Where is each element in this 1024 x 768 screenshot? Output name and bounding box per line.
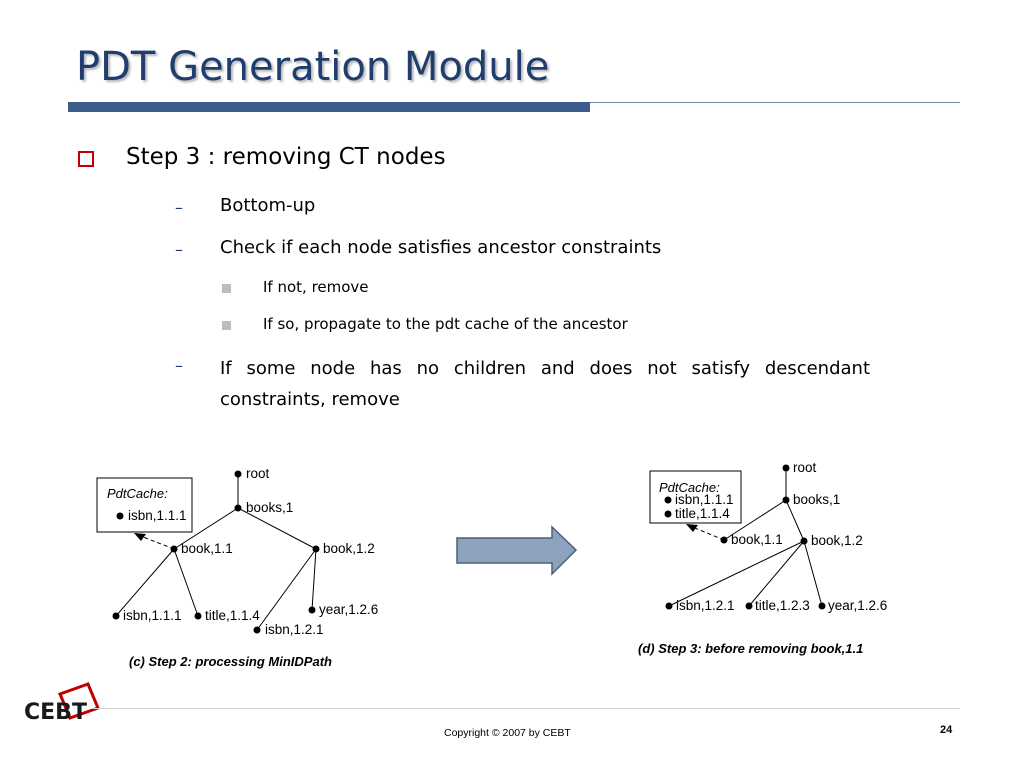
sub-bullet-no-children: If some node has no children and does no… xyxy=(220,358,870,410)
transition-arrow-icon xyxy=(456,525,578,576)
node-isbn121: isbn,1.2.1 xyxy=(676,598,735,613)
arrowhead-icon xyxy=(134,533,146,541)
diagram-caption-left: (c) Step 2: processing MinIDPath xyxy=(129,654,332,669)
footer-divider xyxy=(92,708,960,709)
node-year126: year,1.2.6 xyxy=(828,598,887,613)
cache-item: title,1.1.4 xyxy=(675,506,730,521)
sub-bullet-check-ancestor: Check if each node satisfies ancestor co… xyxy=(220,237,662,258)
node-dot xyxy=(308,606,316,614)
node-dot xyxy=(312,545,320,553)
pdt-cache-box xyxy=(96,477,193,533)
arrowhead-icon xyxy=(686,524,698,532)
node-title114: title,1.1.4 xyxy=(205,608,260,623)
edge xyxy=(173,507,239,550)
node-root: root xyxy=(793,460,817,475)
node-dot xyxy=(745,602,753,610)
title-rule-line xyxy=(590,102,960,103)
node-books: books,1 xyxy=(246,500,293,515)
node-title123: title,1.2.3 xyxy=(755,598,810,613)
node-dot xyxy=(170,545,178,553)
edge xyxy=(173,548,199,617)
logo-text: CEBT xyxy=(24,700,87,725)
node-book12: book,1.2 xyxy=(323,541,375,556)
cache-item-dot xyxy=(664,496,672,504)
square-bullet-icon xyxy=(222,284,231,293)
pdt-cache-title: PdtCache: xyxy=(107,486,168,501)
edge xyxy=(115,548,175,617)
cache-item-dot xyxy=(116,512,124,520)
node-dot xyxy=(665,602,673,610)
node-dot xyxy=(818,602,826,610)
node-books: books,1 xyxy=(793,492,840,507)
dash-bullet-icon: – xyxy=(175,198,183,217)
cache-pointer-dashed xyxy=(689,525,725,541)
square-bullet-icon xyxy=(222,321,231,330)
cache-item: isbn,1.1.1 xyxy=(675,492,734,507)
dash-bullet-icon: – xyxy=(175,240,183,259)
node-dot xyxy=(800,537,808,545)
edge xyxy=(256,548,317,631)
node-book11: book,1.1 xyxy=(181,541,233,556)
node-dot xyxy=(234,470,242,478)
edge xyxy=(803,540,823,607)
dash-bullet-icon: – xyxy=(175,356,183,375)
edge xyxy=(311,548,317,611)
hollow-square-bullet-icon xyxy=(78,151,94,167)
subsub-bullet-if-so: If so, propagate to the pdt cache of the… xyxy=(263,315,628,333)
node-dot xyxy=(112,612,120,620)
subsub-bullet-if-not: If not, remove xyxy=(263,278,369,296)
node-isbn121: isbn,1.2.1 xyxy=(265,622,324,637)
slide-title: PDT Generation Module xyxy=(76,44,550,90)
title-rule-bar xyxy=(68,102,590,112)
page-number: 24 xyxy=(940,724,953,736)
node-dot xyxy=(720,536,728,544)
edge xyxy=(748,540,805,607)
node-dot xyxy=(194,612,202,620)
node-isbn111: isbn,1.1.1 xyxy=(123,608,182,623)
node-dot xyxy=(234,504,242,512)
pdt-cache-box xyxy=(649,470,742,524)
diagram-left: PdtCache: isbn,1.1.1 root books,1 book,1… xyxy=(96,466,378,669)
edge xyxy=(723,499,787,541)
diagram-caption-right: (d) Step 3: before removing book,1.1 xyxy=(638,641,863,656)
node-dot xyxy=(782,496,790,504)
pdt-cache-title: PdtCache: xyxy=(659,480,720,495)
node-book12: book,1.2 xyxy=(811,533,863,548)
bullet-step3: Step 3 : removing CT nodes xyxy=(126,144,446,170)
node-book11: book,1.1 xyxy=(731,532,783,547)
cache-item: isbn,1.1.1 xyxy=(128,508,187,523)
copyright: Copyright © 2007 by CEBT xyxy=(444,727,571,739)
node-dot xyxy=(253,626,261,634)
node-year126: year,1.2.6 xyxy=(319,602,378,617)
sub-bullet-bottom-up: Bottom-up xyxy=(220,195,316,216)
edge xyxy=(668,540,805,607)
node-root: root xyxy=(246,466,270,481)
cebt-logo: CEBT xyxy=(24,682,100,725)
edge xyxy=(785,499,805,542)
cache-item-dot xyxy=(664,510,672,518)
edge xyxy=(237,507,317,550)
diagram-right: PdtCache: isbn,1.1.1 title,1.1.4 root bo… xyxy=(638,460,887,656)
node-dot xyxy=(782,464,790,472)
